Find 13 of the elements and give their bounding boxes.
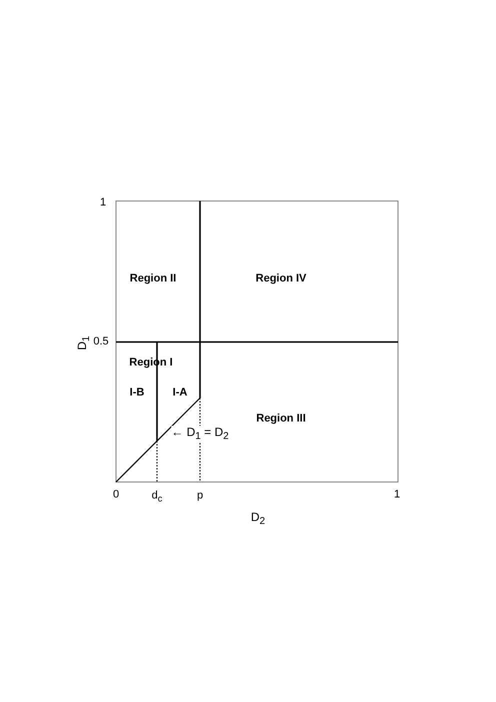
axis-tick-label: d$_{c}$ [152,490,162,504]
axis-tick-label: 0.5 [93,336,109,348]
region-label: I-B [130,388,144,398]
region-label: Region II [130,274,176,284]
axis-tick-label: p [196,490,204,502]
region-label: I-A [172,388,188,398]
axis-tick-label: 1 [100,198,106,208]
region-label: Region III [256,414,306,424]
axis-label: D$_{2}$ [250,510,266,528]
axis-tick-label: 0 [112,490,120,500]
line-label: ← D$_{1}$ = D$_{2}$ [171,426,229,442]
region-label: Region IV [256,274,306,284]
axis-tick-label: 1 [394,490,400,500]
